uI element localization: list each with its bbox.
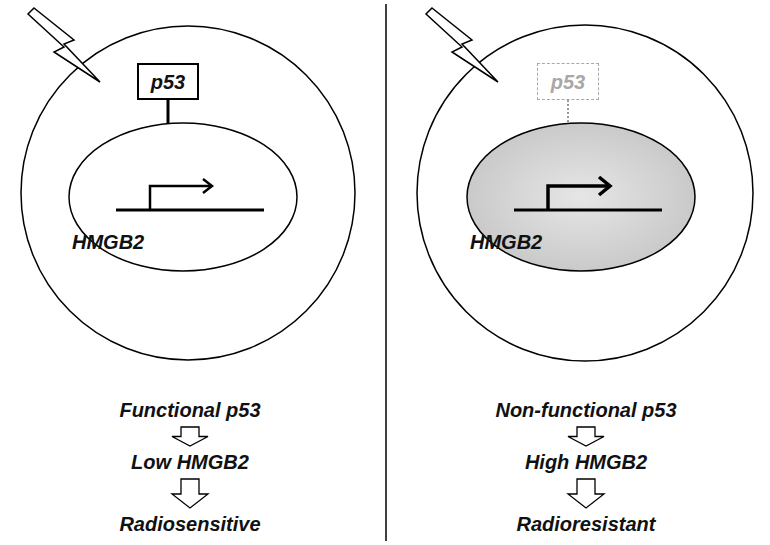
radiation-bolt: [28, 8, 100, 82]
nucleus-membrane: [467, 123, 695, 271]
flow-arrow: [172, 479, 208, 508]
transcription-arrow: [548, 186, 608, 210]
cell-outline: [21, 26, 355, 360]
nucleus-membrane: [69, 123, 297, 271]
flow-arrow: [172, 427, 208, 446]
outcome-label: Radiosensitive: [117, 512, 262, 536]
gene-line: [116, 209, 264, 212]
transcription-arrow: [150, 186, 210, 210]
protein-label: p53: [151, 70, 185, 94]
radiation-bolt: [426, 8, 498, 82]
outcome-label: Functional p53: [117, 398, 262, 422]
cell-outline: [417, 25, 753, 361]
outcome-node: Low HMGB2: [129, 450, 251, 474]
outcome-node: Non-functional p53: [493, 398, 678, 422]
gene-label: HMGB2: [470, 230, 542, 254]
outcome-node: Functional p53: [117, 398, 262, 422]
nucleus: HMGB2: [466, 122, 696, 272]
outcome-label: Low HMGB2: [129, 450, 251, 474]
flow-arrow: [568, 427, 604, 446]
outcome-label: Non-functional p53: [493, 398, 678, 422]
outcome-label: Radioresistant: [515, 512, 658, 536]
outcome-node: Radiosensitive: [117, 512, 262, 536]
gene-line: [514, 209, 662, 212]
protein-label: p53: [551, 70, 585, 94]
panel-divider: [385, 4, 387, 541]
protein-box: p53: [137, 63, 199, 100]
transcription-arrowhead: [599, 177, 610, 195]
outcome-node: Radioresistant: [515, 512, 658, 536]
outcome-label: High HMGB2: [523, 450, 649, 474]
flow-arrow: [568, 479, 604, 508]
nucleus: HMGB2: [68, 122, 298, 272]
protein-box: p53: [537, 63, 599, 100]
transcription-arrowhead: [203, 179, 212, 193]
gene-label: HMGB2: [72, 230, 144, 254]
outcome-node: High HMGB2: [523, 450, 649, 474]
